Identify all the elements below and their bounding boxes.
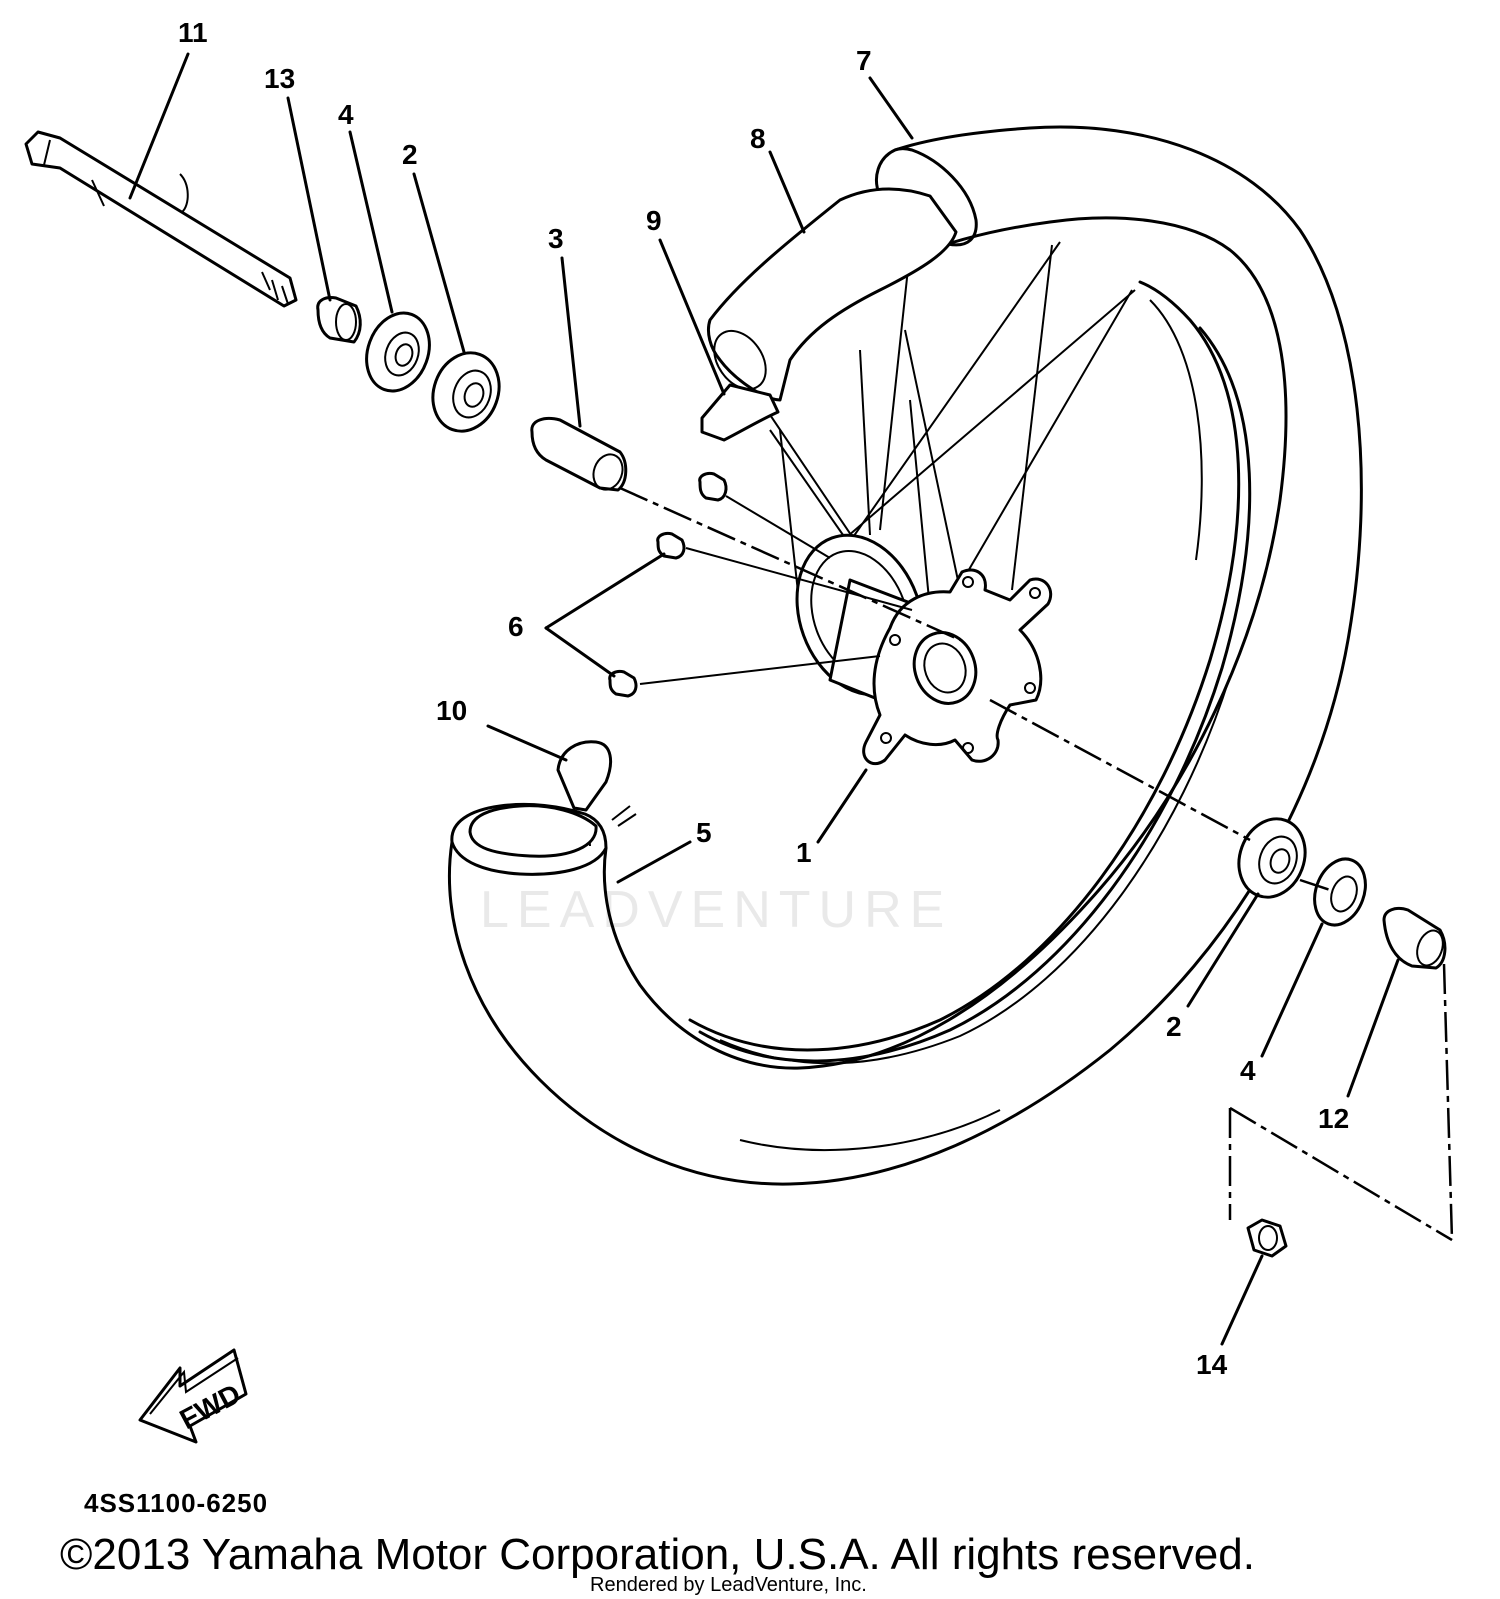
watermark: LEADVENTURE	[480, 881, 953, 939]
bearing-right	[1237, 817, 1307, 899]
callout-8: 8	[750, 123, 766, 154]
spacer-3	[530, 417, 628, 492]
leader-lines	[128, 52, 1454, 1346]
callout-7: 7	[856, 45, 872, 76]
spokes	[759, 241, 1136, 616]
callout-6: 6	[508, 611, 524, 642]
rendered-by-credit: Rendered by LeadVenture, Inc.	[590, 1574, 867, 1596]
callout-2-left: 2	[402, 139, 418, 170]
rim-band	[700, 187, 958, 442]
oil-seal-left	[365, 311, 431, 393]
callout-3: 3	[548, 223, 564, 254]
collar-13	[316, 296, 362, 344]
callout-5: 5	[696, 817, 712, 848]
copyright-notice: ©2013 Yamaha Motor Corporation, U.S.A. A…	[60, 1530, 1255, 1579]
tube-valve	[468, 740, 637, 858]
figure-code: 4SS1100-6250	[84, 1488, 269, 1518]
collar-12	[1382, 906, 1447, 970]
hub	[795, 533, 1053, 766]
callout-4-right: 4	[1240, 1055, 1256, 1086]
callout-numbers: 11 13 4 2 3 9 8 7 6 10 5 1 2 4 12 14	[178, 17, 1349, 1380]
callout-4-left: 4	[338, 99, 354, 130]
nut-14	[1246, 1218, 1288, 1258]
callout-10: 10	[436, 695, 467, 726]
callout-2-right: 2	[1166, 1011, 1182, 1042]
callout-1: 1	[796, 837, 812, 868]
axle	[24, 130, 298, 308]
callout-14: 14	[1196, 1349, 1228, 1380]
fwd-arrow: FWD	[138, 1348, 248, 1444]
bearing-left	[431, 351, 501, 433]
bolts-6	[608, 472, 728, 698]
callout-12: 12	[1318, 1103, 1349, 1134]
callout-13: 13	[264, 63, 295, 94]
callout-9: 9	[646, 205, 662, 236]
oil-seal-right	[1313, 857, 1367, 927]
callout-11: 11	[178, 17, 208, 48]
